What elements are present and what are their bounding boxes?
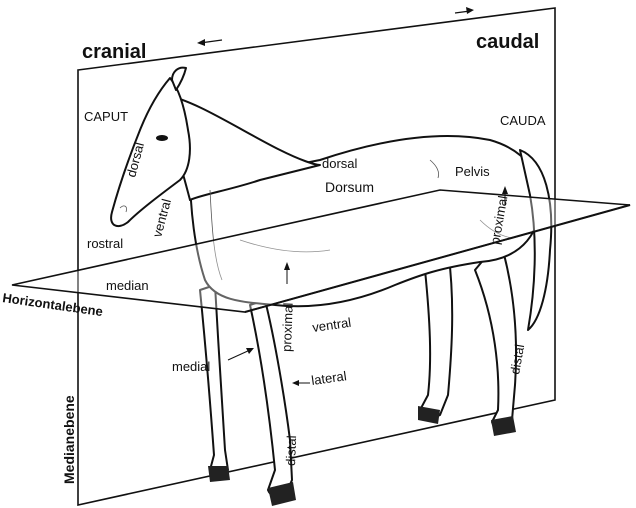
- label-caudal: caudal: [476, 31, 539, 53]
- label-ventral-belly: ventral: [311, 315, 352, 335]
- label-median: median: [106, 278, 149, 293]
- head: [111, 78, 190, 226]
- label-dorsum: Dorsum: [325, 179, 374, 195]
- caudal-arrow: [455, 7, 474, 14]
- label-proximal-fore: proximal: [279, 302, 296, 352]
- cranial-arrow: [197, 39, 222, 46]
- label-rostral: rostral: [87, 236, 123, 251]
- eye: [156, 135, 168, 141]
- ear: [172, 68, 186, 90]
- label-distal-fore: distal: [283, 435, 299, 466]
- lateral-arrow: [292, 380, 310, 386]
- label-median-plane: Medianebene: [61, 395, 77, 484]
- fore-leg-far: [200, 285, 228, 477]
- label-lateral: lateral: [310, 368, 347, 388]
- label-caput: CAPUT: [84, 109, 128, 124]
- label-dorsal-back: dorsal: [322, 156, 358, 171]
- label-cauda: CAUDA: [500, 113, 546, 128]
- label-cranial: cranial: [82, 41, 146, 63]
- label-ventral-head: ventral: [149, 197, 174, 239]
- label-pelvis: Pelvis: [455, 164, 490, 179]
- label-medial: medial: [172, 359, 210, 374]
- hoof-fore-far: [208, 466, 230, 482]
- medial-arrow: [228, 348, 254, 360]
- hind-leg-near: [475, 240, 516, 429]
